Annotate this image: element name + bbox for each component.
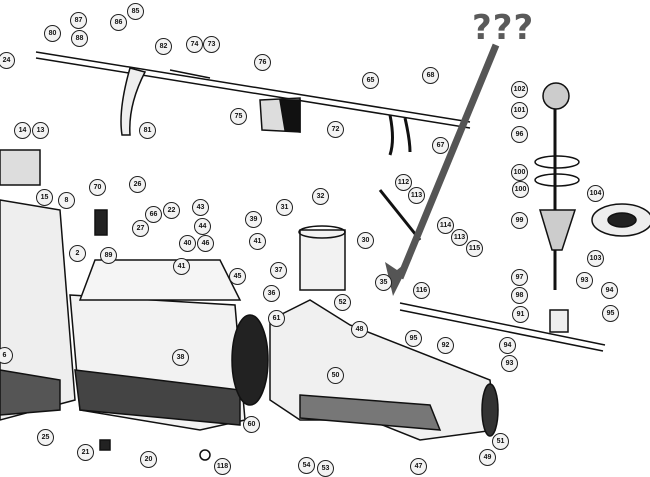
part-callout-68: 68 [422,67,439,84]
part-callout-54: 54 [298,457,315,474]
part-callout-25: 25 [37,429,54,446]
part-callout-104: 104 [587,185,604,202]
part-callout-26: 26 [129,176,146,193]
part-callout-89: 89 [100,247,117,264]
part-callout-67: 67 [432,137,449,154]
part-callout-94: 94 [499,337,516,354]
part-callout-13: 13 [32,122,49,139]
part-callout-6: 6 [0,347,13,364]
part-callout-46: 46 [197,235,214,252]
part-callout-15: 15 [36,189,53,206]
part-callout-92: 92 [437,337,454,354]
bellhousing [0,199,76,421]
part-callout-36: 36 [263,285,280,302]
part-callout-118: 118 [214,458,231,475]
part-callout-97: 97 [511,269,528,286]
selector-fork-81 [120,67,147,136]
part-callout-61: 61 [268,310,285,327]
part-callout-52: 52 [334,294,351,311]
part-callout-102: 102 [511,81,528,98]
part-callout-27: 27 [132,220,149,237]
part-callout-112: 112 [395,174,412,191]
part-callout-103: 103 [587,250,604,267]
part-callout-60: 60 [243,416,260,433]
part-callout-22: 22 [163,202,180,219]
part-callout-40: 40 [179,235,196,252]
part-callout-37: 37 [270,262,287,279]
part-callout-94: 94 [601,282,618,299]
part-callout-91: 91 [512,306,529,323]
remote-shaft [399,302,606,352]
part-callout-47: 47 [410,458,427,475]
part-callout-44: 44 [194,218,211,235]
part-callout-116: 116 [413,282,430,299]
part-callout-76: 76 [254,54,271,71]
part-callout-86: 86 [110,14,127,31]
selector-rod-upper [35,51,471,129]
part-callout-114: 114 [437,217,454,234]
part-callout-115: 115 [466,240,483,257]
part-callout-41: 41 [249,233,266,250]
part-callout-100: 100 [511,164,528,181]
part-callout-93: 93 [501,355,518,372]
part-callout-8: 8 [58,192,75,209]
part-callout-95: 95 [602,305,619,322]
part-callout-93: 93 [576,272,593,289]
part-callout-113: 113 [408,187,425,204]
part-callout-38: 38 [172,349,189,366]
annotation-arrow [385,43,500,296]
part-callout-51: 51 [492,433,509,450]
part-callout-50: 50 [327,367,344,384]
part-callout-30: 30 [357,232,374,249]
part-callout-20: 20 [140,451,157,468]
part-callout-113: 113 [451,229,468,246]
selector-fork-67 [388,114,412,156]
part-callout-14: 14 [14,122,31,139]
part-callout-100: 100 [512,181,529,198]
part-callout-85: 85 [127,3,144,20]
part-callout-73: 73 [203,36,220,53]
part-callout-2: 2 [69,245,86,262]
part-callout-95: 95 [405,330,422,347]
part-callout-32: 32 [312,188,329,205]
part-callout-80: 80 [44,25,61,42]
part-callout-48: 48 [351,321,368,338]
starter-part [0,149,41,186]
part-callout-24: 24 [0,52,15,69]
part-callout-53: 53 [317,460,334,477]
part-callout-96: 96 [511,126,528,143]
part-callout-81: 81 [139,122,156,139]
part-callout-66: 66 [145,206,162,223]
gear-knob [542,82,570,110]
part-callout-39: 39 [245,211,262,228]
part-callout-74: 74 [186,36,203,53]
part-callout-65: 65 [362,72,379,89]
part-callout-87: 87 [70,12,87,29]
part-callout-101: 101 [511,102,528,119]
part-callout-41: 41 [173,258,190,275]
part-callout-72: 72 [327,121,344,138]
part-callout-99: 99 [511,212,528,229]
selector-rod-middle [169,69,211,79]
question-annotation: ??? [472,8,535,48]
part-callout-43: 43 [192,199,209,216]
part-callout-31: 31 [276,199,293,216]
part-callout-98: 98 [511,287,528,304]
part-callout-82: 82 [155,38,172,55]
part-callout-75: 75 [230,108,247,125]
part-callout-88: 88 [71,30,88,47]
part-callout-35: 35 [375,274,392,291]
part-callout-21: 21 [77,444,94,461]
part-callout-49: 49 [479,449,496,466]
part-callout-45: 45 [229,268,246,285]
part-callout-70: 70 [89,179,106,196]
